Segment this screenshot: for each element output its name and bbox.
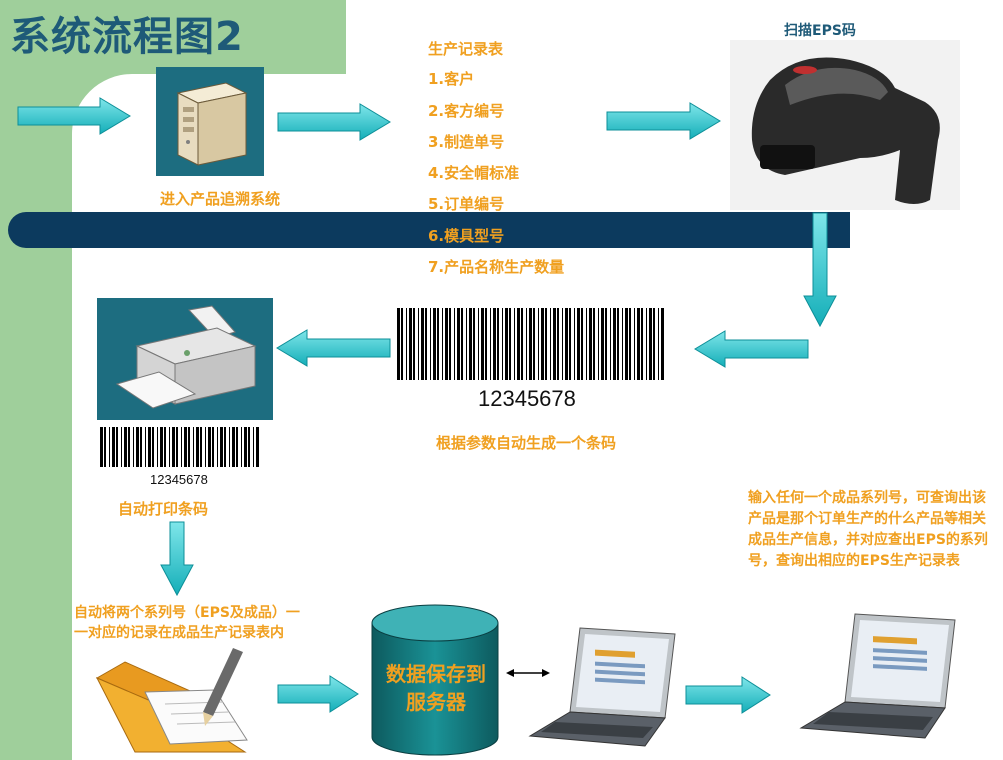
printer-icon	[115, 305, 257, 409]
barcode-large-number: 12345678	[478, 386, 576, 411]
barcode-large	[397, 308, 664, 380]
green-left-band	[0, 0, 72, 760]
database-cylinder	[371, 604, 499, 756]
record-item: 4.安全帽标准	[428, 164, 520, 182]
auto-print-label: 自动打印条码	[118, 500, 209, 518]
server-tower-box	[156, 67, 264, 176]
record-item: 6.模具型号	[428, 227, 505, 245]
laptop-icon-2	[799, 613, 956, 739]
record-item: 5.订单编号	[428, 195, 505, 213]
enter-system-label: 进入产品追溯系统	[160, 190, 281, 208]
page-title: 系统流程图2	[10, 14, 244, 60]
server-label: 数据保存到服务器	[386, 662, 486, 714]
arrow-right-2	[277, 103, 391, 141]
scan-eps-label: 扫描EPS码	[784, 23, 856, 39]
arrow-left-1	[694, 330, 809, 368]
arrow-right-5	[685, 676, 771, 714]
laptop-icon-1	[528, 627, 676, 747]
record-note-line1: 自动将两个系列号（EPS及成品）一	[74, 605, 300, 621]
barcode-scanner-icon	[730, 40, 960, 210]
navy-bar	[8, 212, 850, 248]
server-tower-icon	[176, 82, 248, 166]
arrow-down-1	[803, 212, 837, 328]
record-note-line2: 一对应的记录在成品生产记录表内	[74, 625, 284, 641]
record-item: 7.产品名称生产数量	[428, 258, 565, 276]
record-item: 2.客方编号	[428, 102, 505, 120]
folder-pen-icon	[95, 648, 248, 753]
query-description: 输入任何一个成品系列号，可查询出该产品是那个订单生产的什么产品等相关成品生产信息…	[748, 490, 988, 569]
green-top-band	[0, 0, 346, 74]
record-list-heading: 生产记录表	[428, 40, 504, 58]
generate-barcode-label: 根据参数自动生成一个条码	[436, 434, 617, 452]
record-item: 1.客户	[428, 70, 475, 88]
arrow-down-2	[160, 521, 194, 597]
arrow-right-1	[17, 97, 131, 135]
arrow-right-3	[606, 102, 721, 140]
corner-curve	[72, 74, 132, 134]
record-item: 3.制造单号	[428, 133, 505, 151]
printer-box	[97, 298, 273, 420]
arrow-left-2	[276, 329, 391, 367]
barcode-small-number: 12345678	[150, 472, 208, 487]
barcode-small	[100, 427, 259, 467]
arrow-right-4	[277, 675, 359, 713]
